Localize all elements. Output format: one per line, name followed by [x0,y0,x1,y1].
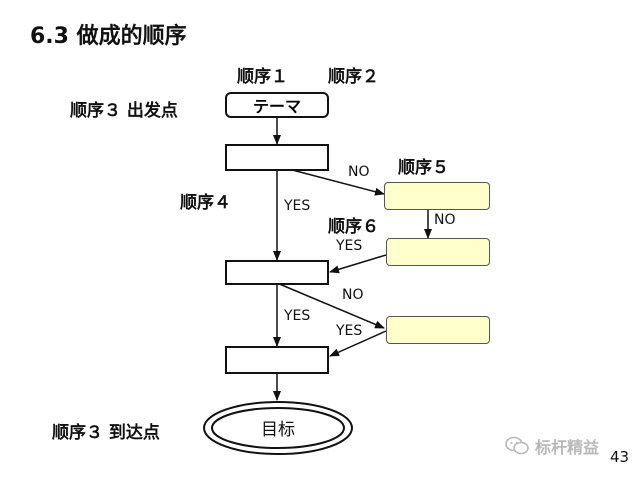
label-step3-start: 顺序３ 出发点 [70,101,178,121]
branch-no-1: NO [348,164,370,180]
branch-yes-1: YES [284,198,311,214]
yellow-box-3 [386,316,490,344]
process-box-2 [225,260,329,285]
process-box-1 [225,144,329,171]
branch-yes-3: YES [284,308,311,324]
page-number: 43 [610,448,630,466]
yellow-box-1 [384,182,490,210]
label-step6: 顺序６ [328,217,379,237]
yellow-box-2 [386,238,490,266]
arrow-box2-to-yellow3 [276,282,385,329]
branch-no-2: NO [434,212,456,228]
arrow-yellow3-to-box3 [329,330,387,357]
slide-title: 6.3 做成的顺序 [30,24,187,49]
branch-no-3: NO [342,287,364,303]
watermark: 标杆精益 [505,434,599,458]
process-box-3 [225,346,329,374]
label-step3-end: 顺序３ 到达点 [52,423,160,443]
branch-yes-2: YES [336,238,363,254]
goal-label: 目标 [261,420,295,440]
goal-ellipse-inner [211,407,345,449]
goal-ellipse-outer [203,401,353,455]
theme-node: テーマ [225,92,329,118]
label-step2: 顺序２ [328,67,379,87]
label-step1: 顺序１ [237,67,288,87]
wechat-icon [505,436,529,455]
label-step4: 顺序４ [180,193,231,213]
watermark-text: 标杆精益 [535,438,600,457]
arrow-yellow2-to-box2 [329,254,387,274]
label-step5: 顺序５ [398,158,449,178]
branch-yes-4: YES [336,323,363,339]
